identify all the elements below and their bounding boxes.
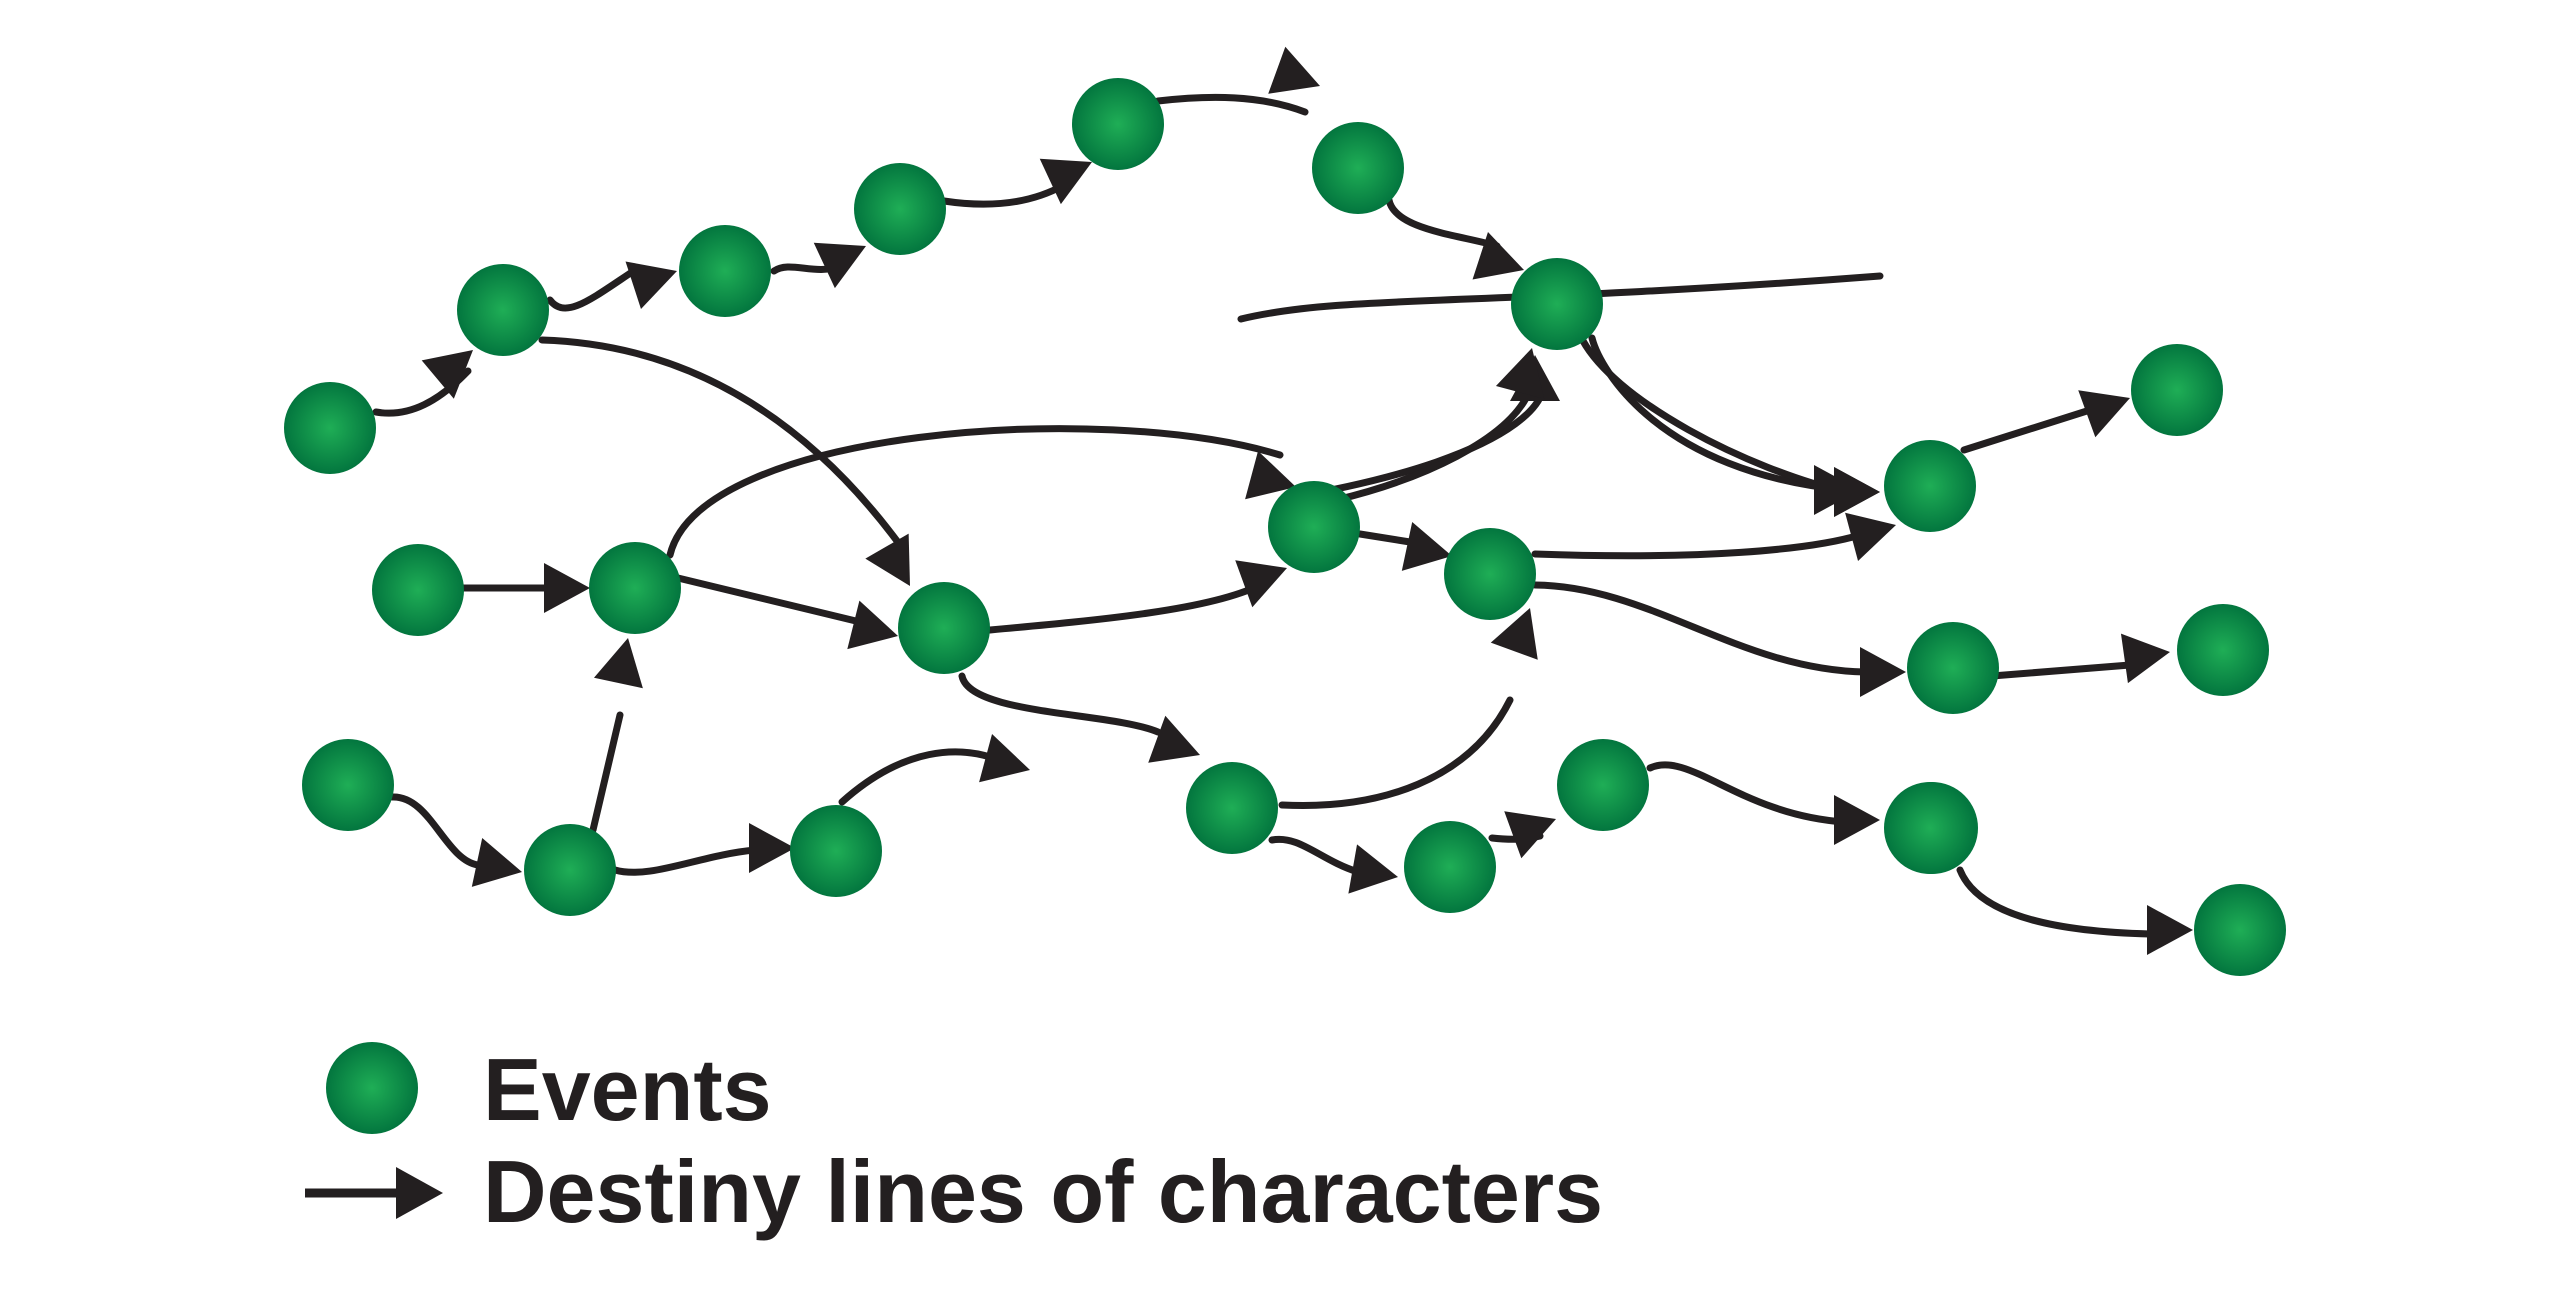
arrowhead (421, 350, 473, 399)
event-node (1404, 821, 1496, 913)
arrowhead (1845, 512, 1896, 562)
event-node (457, 264, 549, 356)
destiny-line (1960, 406, 2094, 454)
arrowhead (593, 638, 643, 689)
arrowhead (749, 823, 795, 873)
destiny-line (1237, 272, 1884, 323)
arrowhead (2147, 905, 2193, 955)
arrowhead (865, 533, 910, 586)
destiny-line (666, 425, 1284, 559)
arrowhead (1245, 450, 1296, 500)
destiny-line (1531, 531, 1864, 560)
event-node (1444, 528, 1536, 620)
arrowhead (1235, 560, 1287, 608)
destiny-line (1332, 386, 1534, 504)
destiny-line (1278, 696, 1514, 810)
destiny-line (1154, 93, 1309, 116)
destiny-line (1588, 334, 1849, 494)
event-node (2194, 884, 2286, 976)
destiny-line (958, 672, 1162, 736)
destiny-line (1356, 530, 1414, 546)
legend-lines-label: Destiny lines of characters (483, 1142, 1603, 1241)
arrowhead (2120, 633, 2170, 684)
arrowhead (1268, 46, 1320, 94)
destiny-line (1956, 866, 2154, 938)
event-node (372, 544, 464, 636)
arrowhead (1504, 811, 1556, 859)
event-node (524, 824, 616, 916)
legend-events-label: Events (483, 1040, 772, 1139)
destiny-line (986, 581, 1264, 634)
event-node (1557, 739, 1649, 831)
event-node (1312, 122, 1404, 214)
arrowhead (1039, 158, 1092, 205)
event-node (589, 542, 681, 634)
arrowhead (1834, 467, 1880, 517)
legend-event-icon (326, 1042, 418, 1134)
event-node (1511, 258, 1603, 350)
destiny-line (1988, 661, 2134, 680)
event-node (898, 582, 990, 674)
destiny-line (1385, 196, 1501, 250)
event-node (2177, 604, 2269, 696)
destiny-line (1284, 368, 1547, 502)
destiny-line (674, 574, 864, 626)
event-node (1884, 440, 1976, 532)
destiny-lines (372, 93, 2154, 938)
event-node (790, 805, 882, 897)
legend-arrowhead-icon (396, 1167, 443, 1219)
event-node (1186, 762, 1278, 854)
events (284, 78, 2286, 976)
destiny-line (940, 181, 1068, 208)
event-node (2131, 344, 2223, 436)
arrowhead (1860, 647, 1906, 697)
arrowhead (1495, 348, 1545, 399)
arrowhead (1472, 232, 1524, 280)
arrowhead (1401, 521, 1452, 571)
destiny-line (546, 268, 636, 312)
event-node (1268, 481, 1360, 573)
arrowhead (1348, 844, 1398, 894)
arrowhead (625, 261, 677, 309)
event-node (1072, 78, 1164, 170)
event-node (854, 163, 946, 255)
event-node (1907, 622, 1999, 714)
destiny-line (1531, 581, 1869, 676)
arrowheads (421, 46, 2193, 955)
event-node (302, 739, 394, 831)
arrowhead (1834, 795, 1880, 845)
arrowhead (979, 733, 1030, 783)
event-node (679, 225, 771, 317)
arrowhead (2078, 390, 2130, 438)
legend: Events Destiny lines of characters (305, 1040, 1603, 1241)
destiny-line (538, 336, 904, 549)
arrowhead (847, 600, 898, 650)
destiny-line (1268, 835, 1362, 876)
arrowhead (1148, 715, 1200, 763)
event-node (284, 382, 376, 474)
arrowhead (1490, 608, 1538, 660)
destiny-line (1576, 331, 1849, 496)
arrowhead (471, 837, 522, 887)
destiny-line (388, 793, 482, 869)
arrowhead (813, 242, 866, 289)
destiny-line (611, 846, 759, 876)
destiny-line (589, 711, 624, 834)
arrowhead (544, 563, 590, 613)
event-node (1884, 782, 1976, 874)
destiny-line (1646, 761, 1849, 826)
